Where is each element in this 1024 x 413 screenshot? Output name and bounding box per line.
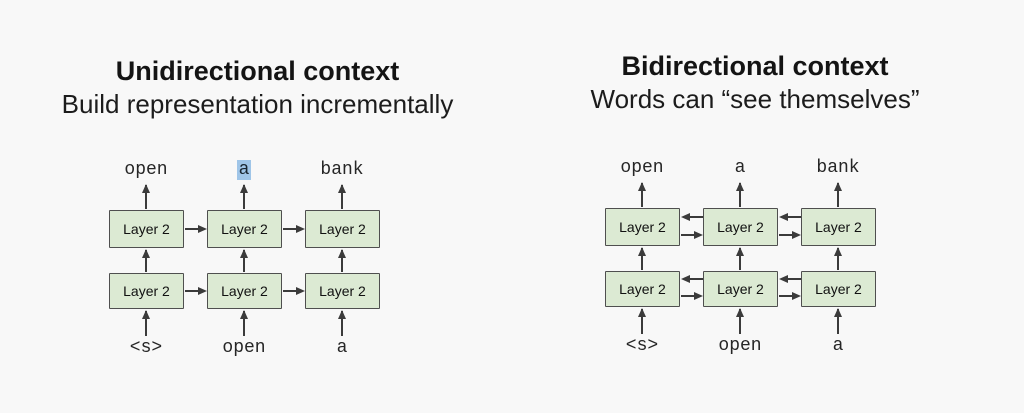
unidirectional-subtitle: Build representation incrementally (61, 89, 454, 119)
input-word: a (336, 338, 348, 358)
right-arrow (283, 286, 305, 295)
up-arrow (735, 308, 744, 334)
right-arrow (779, 230, 801, 239)
output-word: a (734, 158, 746, 178)
layer-box: Layer 2 (801, 208, 876, 246)
input-word: a (832, 336, 844, 356)
right-arrow (185, 224, 207, 233)
right-arrow (779, 291, 801, 300)
up-arrow (239, 249, 248, 272)
highlighted-word: a (236, 160, 252, 180)
input-word: open (718, 336, 762, 356)
left-arrow (681, 212, 703, 221)
up-arrow (735, 182, 744, 207)
layer-box: Layer 2 (109, 273, 184, 309)
bidirectional-subtitle: Words can “see themselves” (590, 84, 920, 114)
bidirectional-diagram: open a bank Layer 2 Layer 2 Layer 2 Laye… (605, 159, 876, 359)
bidirectional-title: Bidirectional context (621, 51, 889, 81)
output-word: open (124, 160, 168, 180)
output-word: open (620, 158, 664, 178)
up-arrow (141, 184, 150, 209)
layer-box: Layer 2 (801, 271, 876, 307)
output-word-highlighted: a (199, 160, 289, 180)
right-arrow (681, 230, 703, 239)
layer-box: Layer 2 (605, 271, 680, 307)
layer-box: Layer 2 (703, 208, 778, 246)
layer-box: Layer 2 (305, 210, 380, 248)
unidirectional-diagram: open a bank Layer 2 Layer 2 Layer 2 Laye… (109, 160, 380, 361)
bidirectional-title-block: Bidirectional context Words can “see the… (545, 49, 965, 115)
up-arrow (239, 310, 248, 336)
layer-box: Layer 2 (109, 210, 184, 248)
up-arrow (735, 247, 744, 270)
layer-box: Layer 2 (605, 208, 680, 246)
up-arrow (637, 247, 646, 270)
left-arrow (779, 274, 801, 283)
up-arrow (833, 182, 842, 207)
input-word: <s> (625, 336, 659, 356)
up-arrow (337, 184, 346, 209)
input-word: open (222, 338, 266, 358)
left-arrow (779, 212, 801, 221)
up-arrow (239, 184, 248, 209)
right-arrow (283, 224, 305, 233)
layer-box: Layer 2 (207, 210, 282, 248)
up-arrow (141, 249, 150, 272)
up-arrow (337, 310, 346, 336)
unidirectional-title: Unidirectional context (115, 56, 400, 86)
up-arrow (637, 182, 646, 207)
right-arrow (185, 286, 207, 295)
up-arrow (637, 308, 646, 334)
unidirectional-title-block: Unidirectional context Build representat… (10, 54, 505, 120)
output-word: bank (816, 158, 860, 178)
right-arrow (681, 291, 703, 300)
input-word: <s> (129, 338, 163, 358)
layer-box: Layer 2 (305, 273, 380, 309)
layer-box: Layer 2 (207, 273, 282, 309)
left-arrow (681, 274, 703, 283)
output-word: bank (320, 160, 364, 180)
layer-box: Layer 2 (703, 271, 778, 307)
up-arrow (337, 249, 346, 272)
up-arrow (141, 310, 150, 336)
up-arrow (833, 308, 842, 334)
up-arrow (833, 247, 842, 270)
